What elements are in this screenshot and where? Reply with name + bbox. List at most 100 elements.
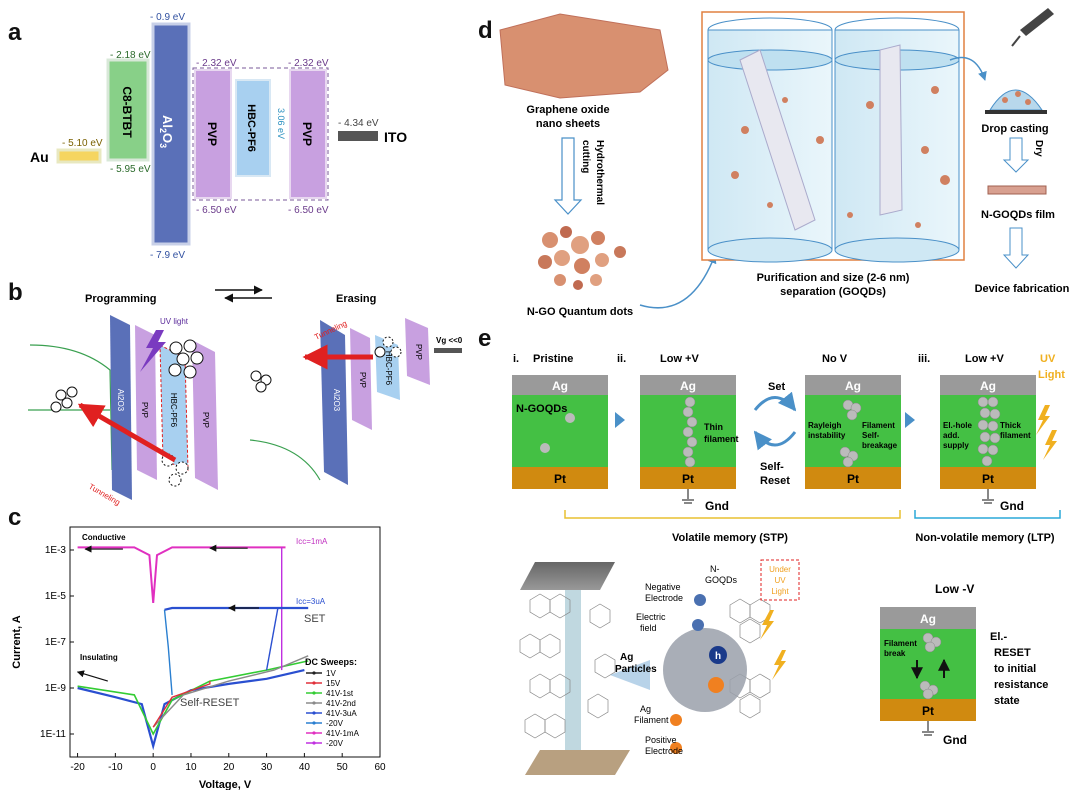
x-tick-label: 20 <box>223 762 235 773</box>
reset-2: RESET <box>994 647 1031 659</box>
c8btbt-label: C8-BTBT <box>120 86 134 138</box>
legend-marker <box>312 701 316 705</box>
prog-pvp2 <box>192 340 218 490</box>
curve-3ua <box>164 606 309 611</box>
legend-marker <box>312 721 316 725</box>
legend-entry: 41V-3uA <box>326 709 357 718</box>
device-thin-filament: Ag Pt Thin filament <box>640 375 739 489</box>
uv-label-1: UV <box>1040 353 1056 365</box>
ann-icc2: Icc=3uA <box>296 597 326 606</box>
device-reset: Ag Pt Filament break <box>880 607 976 721</box>
arrow-e2 <box>905 412 915 428</box>
pvp1-label: PVP <box>205 122 219 146</box>
svg-text:Filament: Filament <box>862 421 895 430</box>
chart-curves <box>76 544 309 751</box>
curve-direction-arrow <box>76 670 108 682</box>
curve-set-3ua <box>265 607 279 671</box>
ev-pvp1-bot: - 6.50 eV <box>196 205 237 216</box>
uv-light-label: UV light <box>160 317 189 326</box>
dry-label: Dry <box>1033 140 1044 157</box>
arrow-e1 <box>615 412 625 428</box>
ev-pvp2-top: - 2.32 eV <box>288 58 329 69</box>
ag-particles-2: Particles <box>615 664 657 675</box>
legend-marker <box>312 671 316 675</box>
set-label: Set <box>768 381 785 393</box>
reset-1: El.- <box>990 631 1007 643</box>
ev-pvp2-bot: - 6.50 eV <box>288 205 329 216</box>
ann-set: SET <box>304 613 326 625</box>
state-low-v2: Low +V <box>965 353 1004 365</box>
bracket-volatile <box>564 510 901 519</box>
al2o3-band <box>151 22 191 246</box>
panel-label-d: d <box>478 17 493 44</box>
state-i-num: i. <box>513 353 519 365</box>
ev-pvp1-top: - 2.32 eV <box>196 58 237 69</box>
legend-marker <box>312 681 316 685</box>
panel-d-synthesis: Graphene oxide nano sheets Hydrothermal … <box>499 8 1070 318</box>
panel-e-memory: i. Pristine ii. Low +V No V iii. Low +V … <box>512 353 1065 775</box>
bracket-nonvolatile <box>914 510 1061 519</box>
device-self-breakage: Ag Pt Rayleigh instability Filament Self… <box>805 375 901 489</box>
panel-label-c: c <box>8 504 21 531</box>
chart-y-ticks: 1E-31E-51E-71E-91E-11 <box>40 545 74 740</box>
svg-text:filament: filament <box>1000 431 1031 440</box>
y-tick-label: 1E-11 <box>40 729 66 740</box>
legend-marker <box>312 741 316 745</box>
panel-label-b: b <box>8 279 23 306</box>
ngoqds-label-1: N- <box>710 564 720 574</box>
y-tick-label: 1E-3 <box>45 545 67 556</box>
droplet-dome <box>989 89 1043 111</box>
svg-text:instability: instability <box>808 431 846 440</box>
ann-conductive: Conductive <box>82 533 126 542</box>
x-tick-label: 50 <box>337 762 349 773</box>
state-iii-num: iii. <box>918 353 930 365</box>
svg-text:Pt: Pt <box>982 472 994 486</box>
pvp1-band <box>194 69 232 199</box>
x-tick-label: -10 <box>108 762 123 773</box>
reset-4: resistance <box>994 679 1048 691</box>
erase-pvp2 <box>405 318 430 385</box>
reset-arrow <box>753 430 797 451</box>
svg-text:Filament: Filament <box>884 639 917 648</box>
ev-c8-bot: - 5.95 eV <box>110 164 151 175</box>
positive-electrode-plate <box>525 750 630 775</box>
go-label-1: Graphene oxide <box>526 104 609 116</box>
svg-text:El.-hole: El.-hole <box>943 421 972 430</box>
volatile-label: Volatile memory (STP) <box>672 532 788 544</box>
self-reset-label-1: Self- <box>760 461 784 473</box>
dialysis-bag-1 <box>739 49 816 231</box>
dialysis-bag-2 <box>879 44 903 216</box>
svg-text:Self-: Self- <box>862 431 880 440</box>
film-label: N-GOQDs film <box>981 209 1055 221</box>
chart-legend: 1V15V41V-1st41V-2nd41V-3uA-20V41V-1mA-20… <box>306 669 360 748</box>
ann-icc1: Icc=1mA <box>296 537 328 546</box>
erase-hbc-label: HBC-PF6 <box>384 351 393 386</box>
under-uv-3: Light <box>771 587 789 596</box>
quantum-dots-cluster <box>538 226 626 290</box>
x-tick-label: 40 <box>299 762 311 773</box>
prog-pvp1-label: PVP <box>140 402 149 418</box>
au-level <box>56 148 102 164</box>
efield-2: field <box>640 623 657 633</box>
state-ii-num: ii. <box>617 353 626 365</box>
panel-a-band-diagram: Au - 5.10 eV C8-BTBT - 2.18 eV - 5.95 eV… <box>30 12 407 261</box>
panel-label-a: a <box>8 19 22 46</box>
curve-conductive <box>77 546 286 603</box>
panel-b-mechanism: Programming Erasing Al2O3 PVP HBC-PF6 PV… <box>28 285 463 507</box>
au-label: Au <box>30 149 49 165</box>
x-tick-label: 30 <box>261 762 273 773</box>
state-no-v: No V <box>822 353 848 365</box>
ann-self-reset: Self-RESET <box>180 697 240 709</box>
pos-el-2: Electrode <box>645 746 683 756</box>
state-low-v: Low +V <box>660 353 699 365</box>
svg-text:filament: filament <box>704 434 739 444</box>
down-arrow-d1 <box>553 137 583 215</box>
svg-text:Pt: Pt <box>682 472 694 486</box>
erase-pvp1 <box>350 328 372 430</box>
device-pristine: Ag Pt N-GOQDs <box>512 375 608 489</box>
reset-5: state <box>994 695 1020 707</box>
programming-title: Programming <box>85 293 157 305</box>
